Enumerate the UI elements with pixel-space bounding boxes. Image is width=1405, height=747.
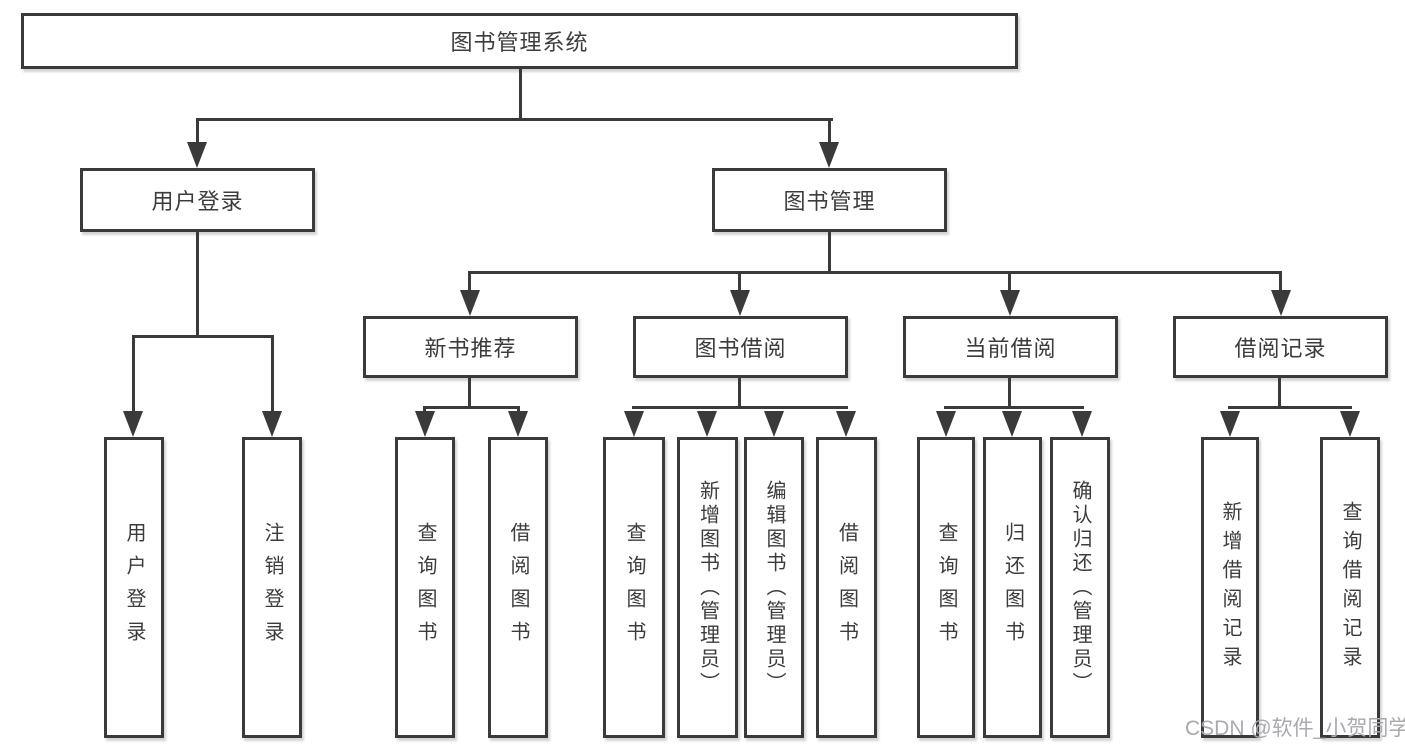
arrow-down-icon	[1340, 411, 1360, 437]
arrow-down-icon	[1271, 290, 1291, 316]
leaf-query-books: 查询图书	[603, 437, 665, 738]
connector-sec2-vline	[738, 378, 741, 409]
connector-drop-section	[1008, 271, 1011, 296]
arrow-down-icon	[836, 411, 856, 437]
arrow-down-icon	[123, 411, 143, 437]
leaf-logout: 注销登录	[242, 437, 302, 738]
node-current-borrowing: 当前借阅	[903, 316, 1118, 378]
node-book-management-label: 图书管理	[783, 189, 876, 214]
leaf-query-borrow-record: 查询借阅记录	[1320, 437, 1380, 738]
leaf-edit-books-admin: 编辑图书（管理员）	[744, 437, 804, 738]
csdn-watermark: CSDN @软件_小贺同学	[1185, 717, 1405, 740]
node-current-borrowing-label: 当前借阅	[964, 336, 1057, 361]
arrow-down-icon	[1000, 290, 1020, 316]
leaf-return-books: 归还图书	[983, 437, 1042, 738]
node-book-management: 图书管理	[712, 168, 947, 232]
arrow-down-icon	[624, 411, 644, 437]
node-user-login-label: 用户登录	[151, 189, 244, 214]
leaf-query-books: 查询图书	[395, 437, 455, 738]
arrow-down-icon	[819, 142, 839, 168]
node-book-borrowing: 图书借阅	[633, 316, 848, 378]
connector-drop-section	[738, 271, 741, 296]
connector-mgmt-hline	[468, 271, 1282, 274]
node-borrow-records: 借阅记录	[1173, 316, 1388, 378]
connector-drop-section	[468, 271, 471, 296]
arrow-down-icon	[730, 290, 750, 316]
leaf-user-login: 用户登录	[104, 437, 164, 738]
connector-root-hline	[196, 118, 833, 121]
leaf-borrow-books: 借阅图书	[816, 437, 877, 738]
node-root-label: 图书管理系统	[450, 30, 589, 55]
arrow-down-icon	[187, 142, 207, 168]
arrow-down-icon	[1220, 411, 1240, 437]
connector-drop-section	[1279, 271, 1282, 296]
arrow-down-icon	[1002, 411, 1022, 437]
connector-mgmt-vline	[828, 232, 831, 274]
connector-drop-leaf	[271, 335, 274, 417]
arrow-down-icon	[936, 411, 956, 437]
connector-sec4-vline	[1278, 378, 1281, 409]
arrow-down-icon	[508, 411, 528, 437]
arrow-down-icon	[697, 411, 717, 437]
arrow-down-icon	[262, 411, 282, 437]
connector-sec3-hline	[944, 406, 1084, 409]
arrow-down-icon	[460, 290, 480, 316]
leaf-confirm-return-admin: 确认归还（管理员）	[1050, 437, 1110, 738]
connector-login-hline	[132, 335, 274, 338]
arrow-down-icon	[764, 411, 784, 437]
connector-sec3-vline	[1008, 378, 1011, 409]
connector-sec1-vline	[468, 378, 471, 409]
leaf-query-books: 查询图书	[917, 437, 975, 738]
node-book-borrowing-label: 图书借阅	[694, 336, 787, 361]
connector-drop-leaf	[132, 335, 135, 417]
connector-drop-login	[196, 118, 199, 150]
node-user-login: 用户登录	[80, 168, 315, 232]
arrow-down-icon	[1072, 411, 1092, 437]
connector-sec2-hline	[632, 406, 848, 409]
connector-login-vline	[196, 232, 199, 338]
connector-sec1-hline	[423, 406, 520, 409]
connector-sec4-hline	[1228, 406, 1352, 409]
connector-root-vline	[519, 68, 522, 121]
node-root: 图书管理系统	[21, 13, 1018, 69]
node-borrow-records-label: 借阅记录	[1234, 336, 1327, 361]
node-new-book-recommend: 新书推荐	[363, 316, 578, 378]
leaf-add-borrow-record: 新增借阅记录	[1201, 437, 1259, 738]
leaf-add-books-admin: 新增图书（管理员）	[677, 437, 738, 738]
arrow-down-icon	[415, 411, 435, 437]
node-new-book-recommend-label: 新书推荐	[424, 336, 517, 361]
connector-drop-management	[828, 118, 831, 150]
leaf-borrow-books: 借阅图书	[488, 437, 548, 738]
